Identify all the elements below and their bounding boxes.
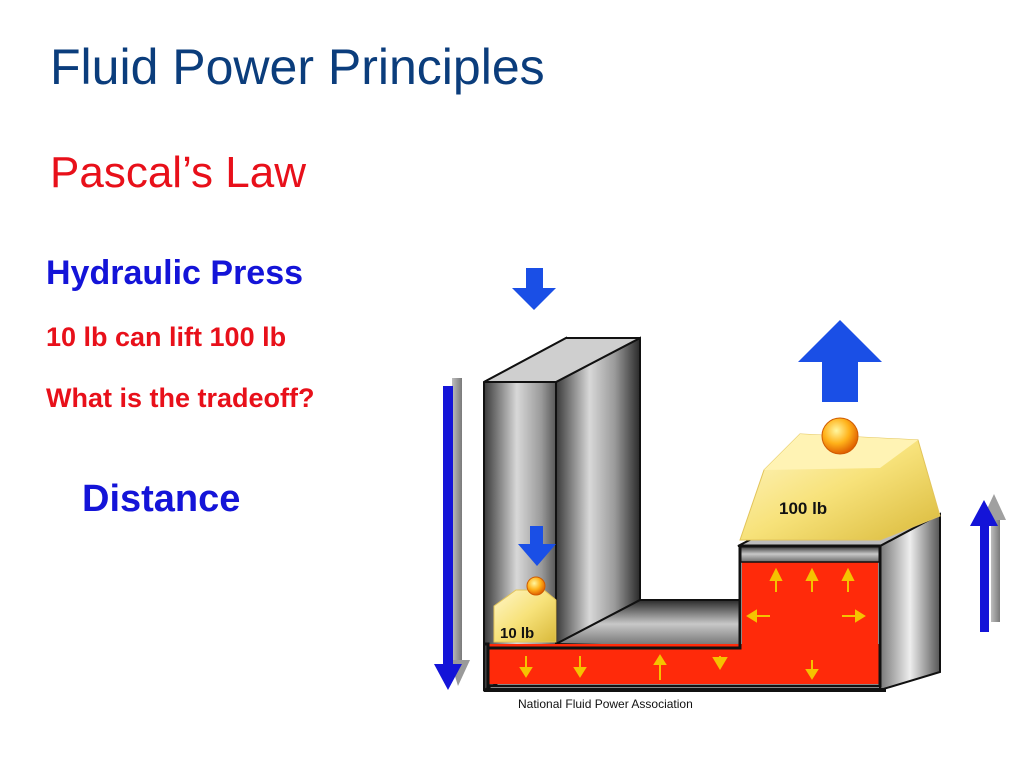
down-arrow-icon xyxy=(434,378,470,690)
large-weight-label: 100 lb xyxy=(779,499,827,518)
image-credit: National Fluid Power Association xyxy=(518,697,693,711)
slide-title: Fluid Power Principles xyxy=(50,39,545,95)
pressure-arrow-icon xyxy=(519,567,866,680)
slide-subtitle: Pascal’s Law xyxy=(50,148,306,197)
small-weight-label: 10 lb xyxy=(500,625,534,642)
hydraulic-press-diagram: 100 lb 10 lb xyxy=(434,268,1006,692)
up-arrow-icon xyxy=(970,494,1006,632)
down-arrow-icon xyxy=(518,526,556,566)
answer-text: Distance xyxy=(82,478,241,520)
section-heading: Hydraulic Press xyxy=(46,254,304,292)
statement-line: 10 lb can lift 100 lb xyxy=(46,322,287,352)
large-weight xyxy=(739,433,941,541)
up-arrow-icon xyxy=(798,320,882,402)
down-arrow-icon xyxy=(512,268,556,310)
sun-ball-icon xyxy=(526,576,546,596)
question-line: What is the tradeoff? xyxy=(46,383,315,413)
sun-ball-icon xyxy=(821,417,859,455)
